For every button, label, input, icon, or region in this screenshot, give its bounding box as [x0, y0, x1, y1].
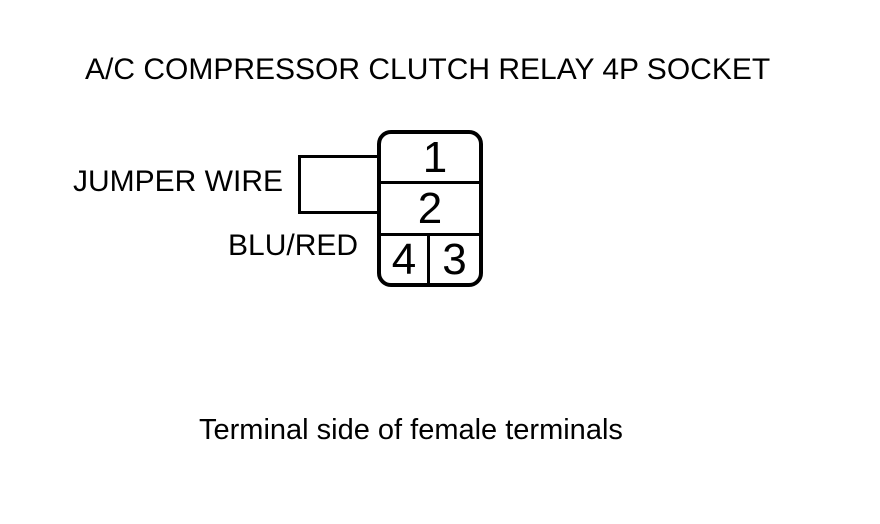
terminal-row-bottom: 4 3	[381, 236, 479, 283]
terminal-cell-1: 1	[381, 134, 479, 184]
terminal-number-3: 3	[442, 234, 467, 284]
terminal-cell-3: 3	[430, 236, 479, 283]
terminal-number-4: 4	[391, 234, 417, 284]
wire-color-label: BLU/RED	[228, 229, 359, 262]
diagram-caption: Terminal side of female terminals	[199, 414, 623, 446]
jumper-wire-symbol	[298, 155, 377, 214]
terminal-number-1: 1	[422, 132, 448, 182]
page-title: A/C COMPRESSOR CLUTCH RELAY 4P SOCKET	[85, 53, 771, 86]
terminal-cell-2: 2	[381, 184, 479, 236]
terminal-number-2: 2	[417, 183, 443, 233]
jumper-wire-label: JUMPER WIRE	[73, 165, 283, 198]
terminal-cell-4: 4	[381, 236, 430, 283]
relay-socket-connector: 1 2 4 3	[377, 130, 483, 287]
